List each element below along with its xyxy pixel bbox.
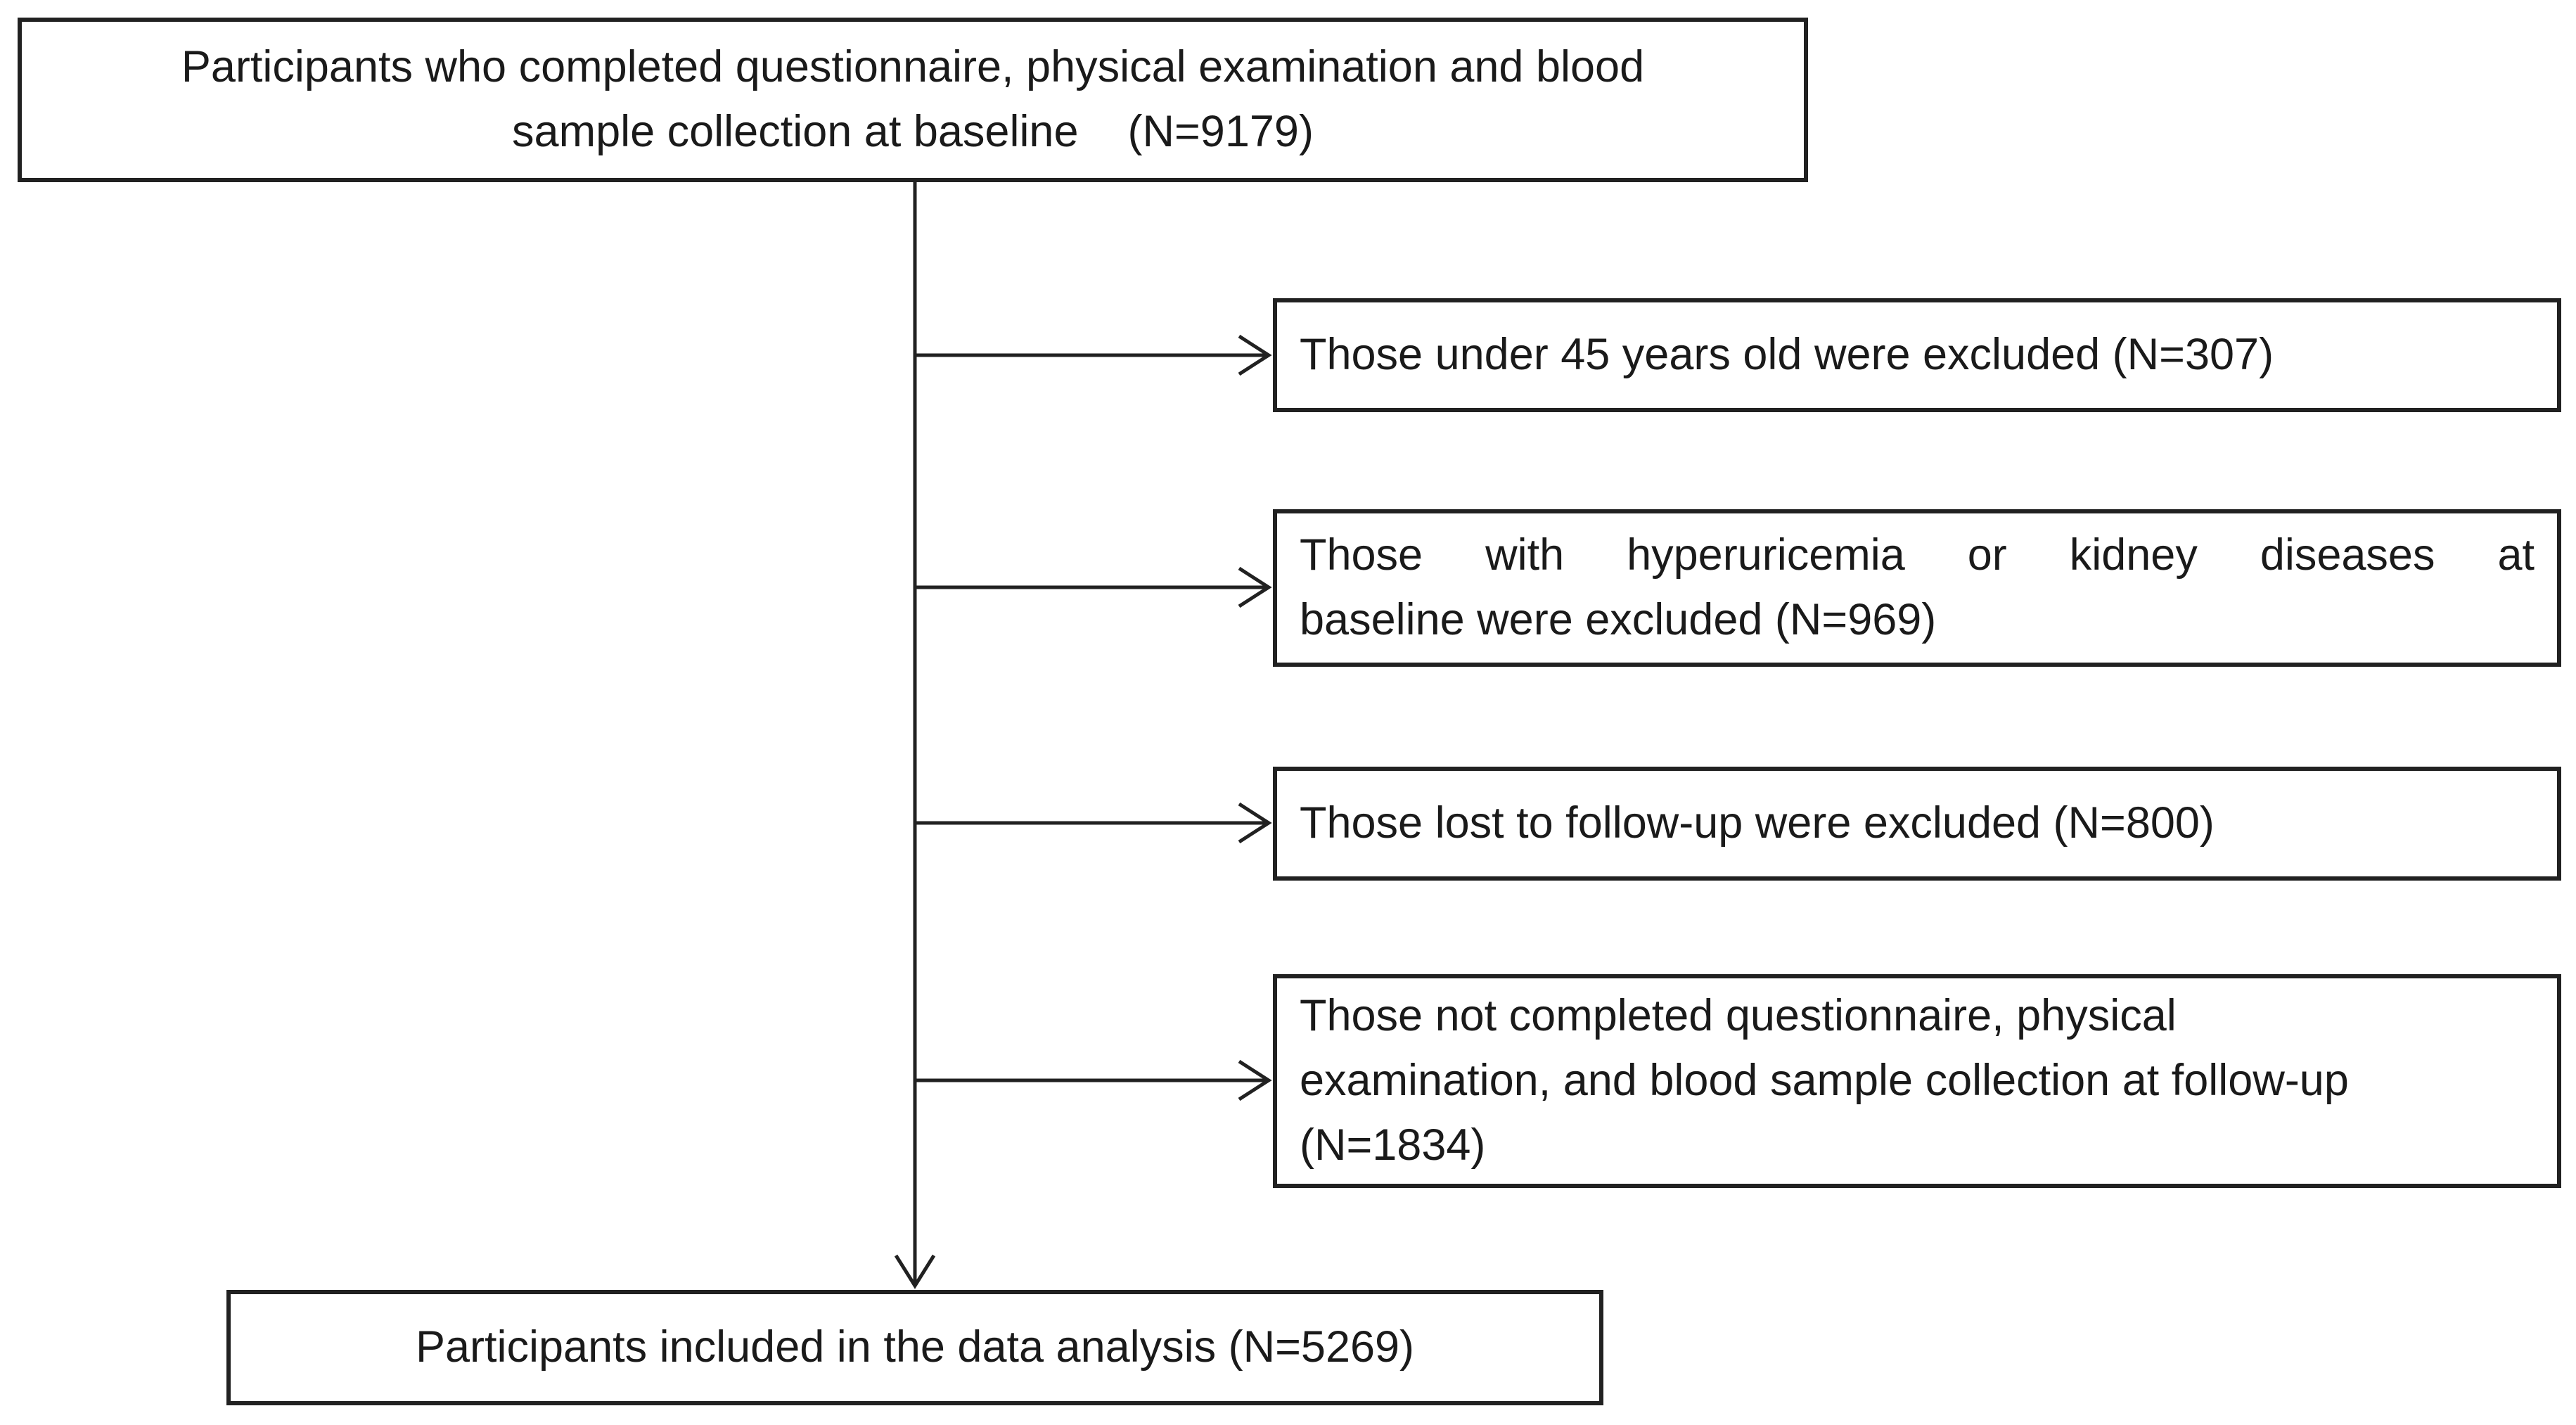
exclusion-box-hyperuricemia-line-2: baseline were excluded (N=969) [1300, 595, 1937, 644]
right-arrowhead-3 [1238, 802, 1272, 844]
baseline-box-line-2: sample collection at baseline (N=9179) [512, 107, 1314, 156]
exclusion-box-under-45-line-1: Those under 45 years old were excluded (… [1300, 330, 2274, 380]
exclusion-box-lost-followup-line-1: Those lost to follow-up were excluded (N… [1300, 798, 2215, 848]
exclusion-box-lost-followup: Those lost to follow-up were excluded (N… [1273, 767, 2561, 881]
analysis-box-line-1: Participants included in the data analys… [415, 1322, 1415, 1372]
analysis-box: Participants included in the data analys… [226, 1290, 1603, 1405]
right-arrowhead-2 [1238, 566, 1272, 608]
right-arrowhead-4 [1238, 1059, 1272, 1101]
exclusion-box-not-completed-followup: Those not completed questionnaire, physi… [1273, 974, 2561, 1188]
exclusion-box-hyperuricemia: Those with hyperuricemia or kidney disea… [1273, 509, 2561, 667]
down-arrowhead [894, 1254, 936, 1289]
exclusion-box-not-completed-followup-line-2: examination, and blood sample collection… [1300, 1056, 2349, 1106]
exclusion-box-under-45: Those under 45 years old were excluded (… [1273, 298, 2561, 412]
exclusion-box-not-completed-followup-line-1: Those not completed questionnaire, physi… [1300, 991, 2177, 1041]
exclusion-box-not-completed-followup-line-3: (N=1834) [1300, 1120, 1486, 1170]
baseline-box-line-1: Participants who completed questionnaire… [181, 42, 1645, 92]
baseline-box: Participants who completed questionnaire… [18, 18, 1808, 182]
right-arrowhead-1 [1238, 334, 1272, 376]
exclusion-box-hyperuricemia-line-1: Those with hyperuricemia or kidney disea… [1300, 530, 2535, 580]
